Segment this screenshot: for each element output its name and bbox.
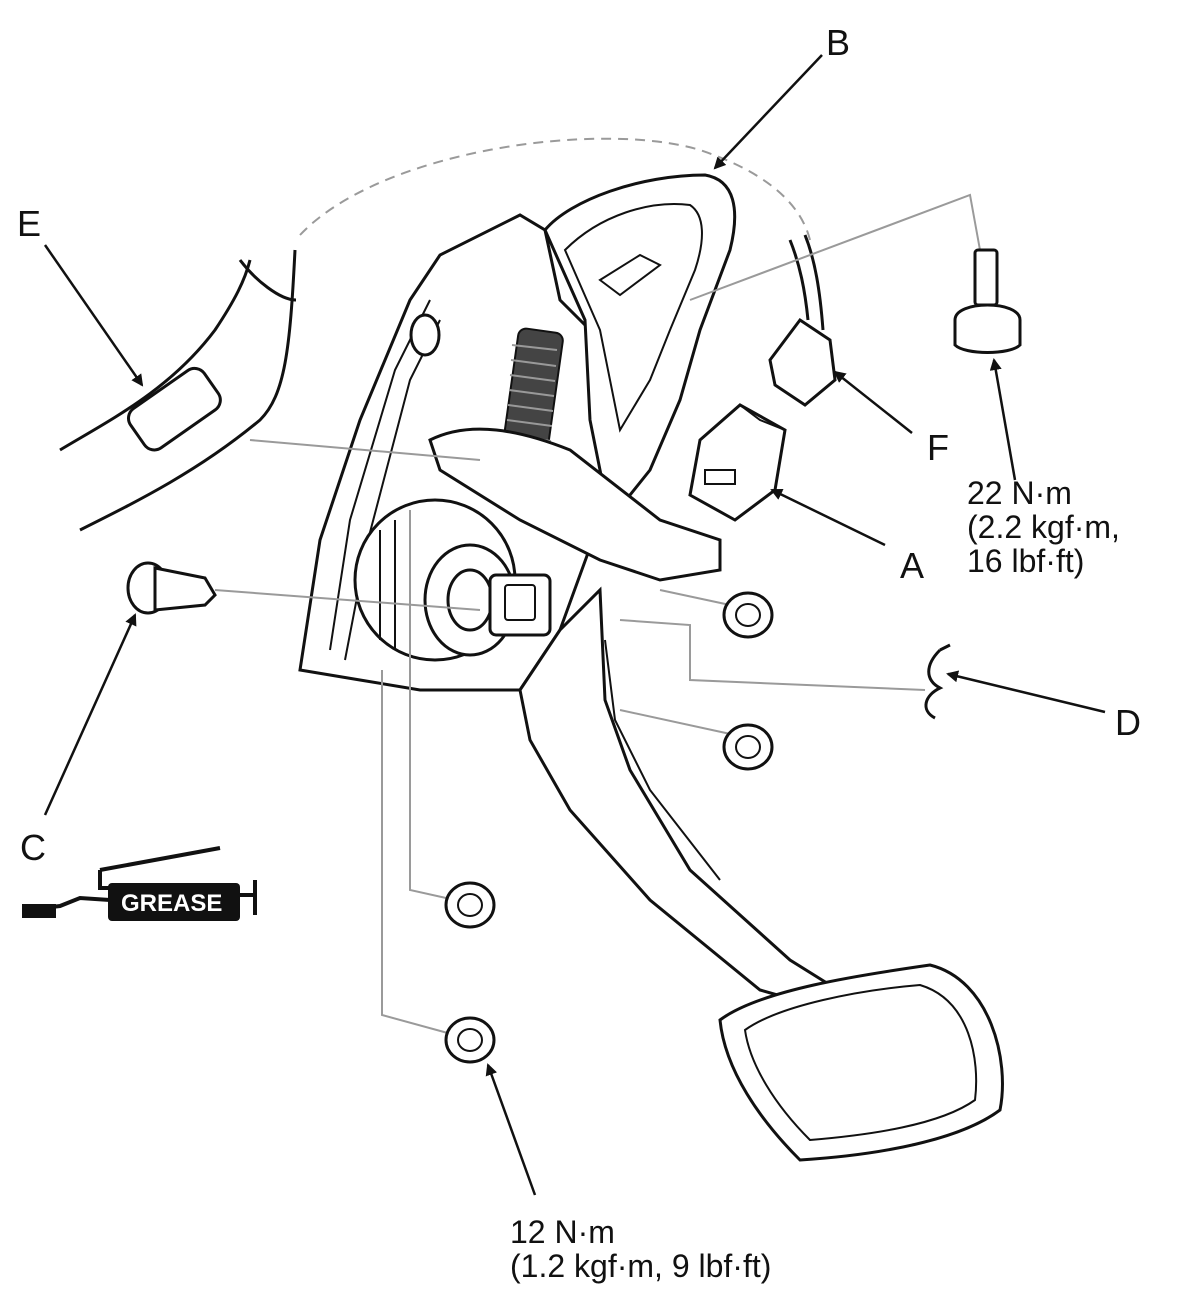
torque-upper-line2: (2.2 kgf·m, [967,509,1120,545]
pedal-lever [428,427,722,582]
torque-lower-line1: 12 N·m [510,1214,615,1250]
pedal-arm-upper [543,173,737,524]
grease-label: GREASE [121,890,222,917]
pedal-lower-arm [518,586,834,1002]
arrow-d [946,670,1106,714]
arrow-c [43,613,137,816]
torque-lower-line2: (1.2 kgf·m, 9 lbf·ft) [510,1248,772,1284]
nut-lower-left [444,1016,496,1064]
label-a: A [900,545,925,586]
arrow-b [713,54,823,170]
label-c: C [20,827,46,868]
return-spring [501,327,564,463]
nut-middle-left [444,881,496,929]
clevis-pin-c [126,561,217,615]
torque-upper-line1: 22 N·m [967,475,1072,511]
switch-a [688,403,787,522]
label-e: E [17,203,42,244]
callout-arrows [43,54,1106,1196]
label-d: D [1115,702,1141,743]
torque-lower: 12 N·m (1.2 kgf·m, 9 lbf·ft) [510,1215,771,1283]
nut-middle-right [722,723,774,771]
mounting-bolt [953,248,1022,354]
pedal-pad [718,963,1004,1162]
connector-f [768,234,837,407]
harness-route-dashed [299,137,811,241]
label-b: B [826,22,851,63]
arrow-f [833,370,913,434]
arrow-a [770,488,886,547]
pivot-boss [353,498,552,662]
nut-upper-right [722,591,774,639]
clip-d [924,643,951,720]
cable-e [59,249,297,532]
torque-upper-line3: 16 lbf·ft) [967,543,1085,579]
grease-icon: GREASE [22,846,257,921]
arrow-upper-torque [989,358,1017,481]
leader-lines [214,193,981,1036]
arrow-e [43,244,144,387]
label-f: F [927,427,949,468]
arrow-lower-torque [485,1063,537,1196]
torque-upper: 22 N·m (2.2 kgf·m, 16 lbf·ft) [967,476,1120,578]
